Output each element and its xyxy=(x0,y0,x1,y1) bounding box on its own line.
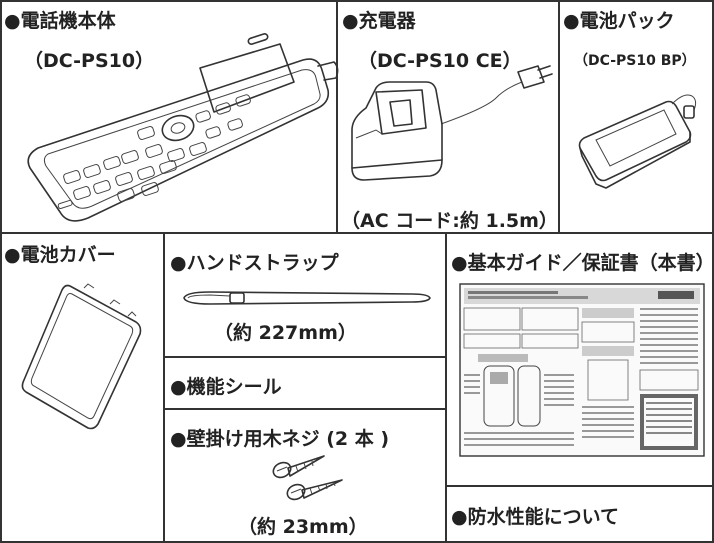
strap-size: （約 227mm） xyxy=(214,322,357,344)
handset-illustration xyxy=(27,33,339,222)
charger-model: （DC-PS10 CE） xyxy=(358,50,522,72)
cover-title: ●電池カバー xyxy=(4,244,116,266)
charger-illustration xyxy=(351,65,553,181)
seal-title: ●機能シール xyxy=(170,376,282,398)
screws-size: （約 23mm） xyxy=(238,516,368,538)
guide-document-illustration xyxy=(459,283,705,457)
battery-illustration xyxy=(578,94,697,189)
strap-title: ●ハンドストラップ xyxy=(170,252,339,274)
strap-illustration xyxy=(183,291,431,305)
battery-title: ●電池パック xyxy=(563,10,675,32)
divider-strap-seal xyxy=(163,356,446,358)
border-top xyxy=(0,0,714,2)
guide-title: ●基本ガイド／保証書（本書） xyxy=(451,252,714,274)
handset-model: （DC-PS10） xyxy=(24,50,155,72)
charger-title: ●充電器 xyxy=(342,10,416,32)
divider-col-charger xyxy=(558,0,560,233)
divider-col-cover xyxy=(163,232,165,543)
charger-cord-note: （AC コード:約 1.5m） xyxy=(341,210,558,232)
divider-seal-screws xyxy=(163,408,446,410)
handset-title: ●電話機本体 xyxy=(4,10,116,32)
battery-model: （DC-PS10 BP） xyxy=(574,53,696,69)
screws-title: ●壁掛け用木ネジ (2 本 ) xyxy=(170,428,390,450)
border-right xyxy=(712,0,714,543)
divider-col-handset xyxy=(336,0,338,233)
divider-col-guide xyxy=(445,232,447,543)
screws-illustration xyxy=(272,455,343,501)
divider-row1 xyxy=(0,232,714,234)
divider-guide-waterproof xyxy=(445,485,713,487)
cover-illustration xyxy=(21,283,142,430)
waterproof-title: ●防水性能について xyxy=(451,506,620,528)
border-left xyxy=(0,0,2,543)
border-bottom xyxy=(0,541,714,543)
